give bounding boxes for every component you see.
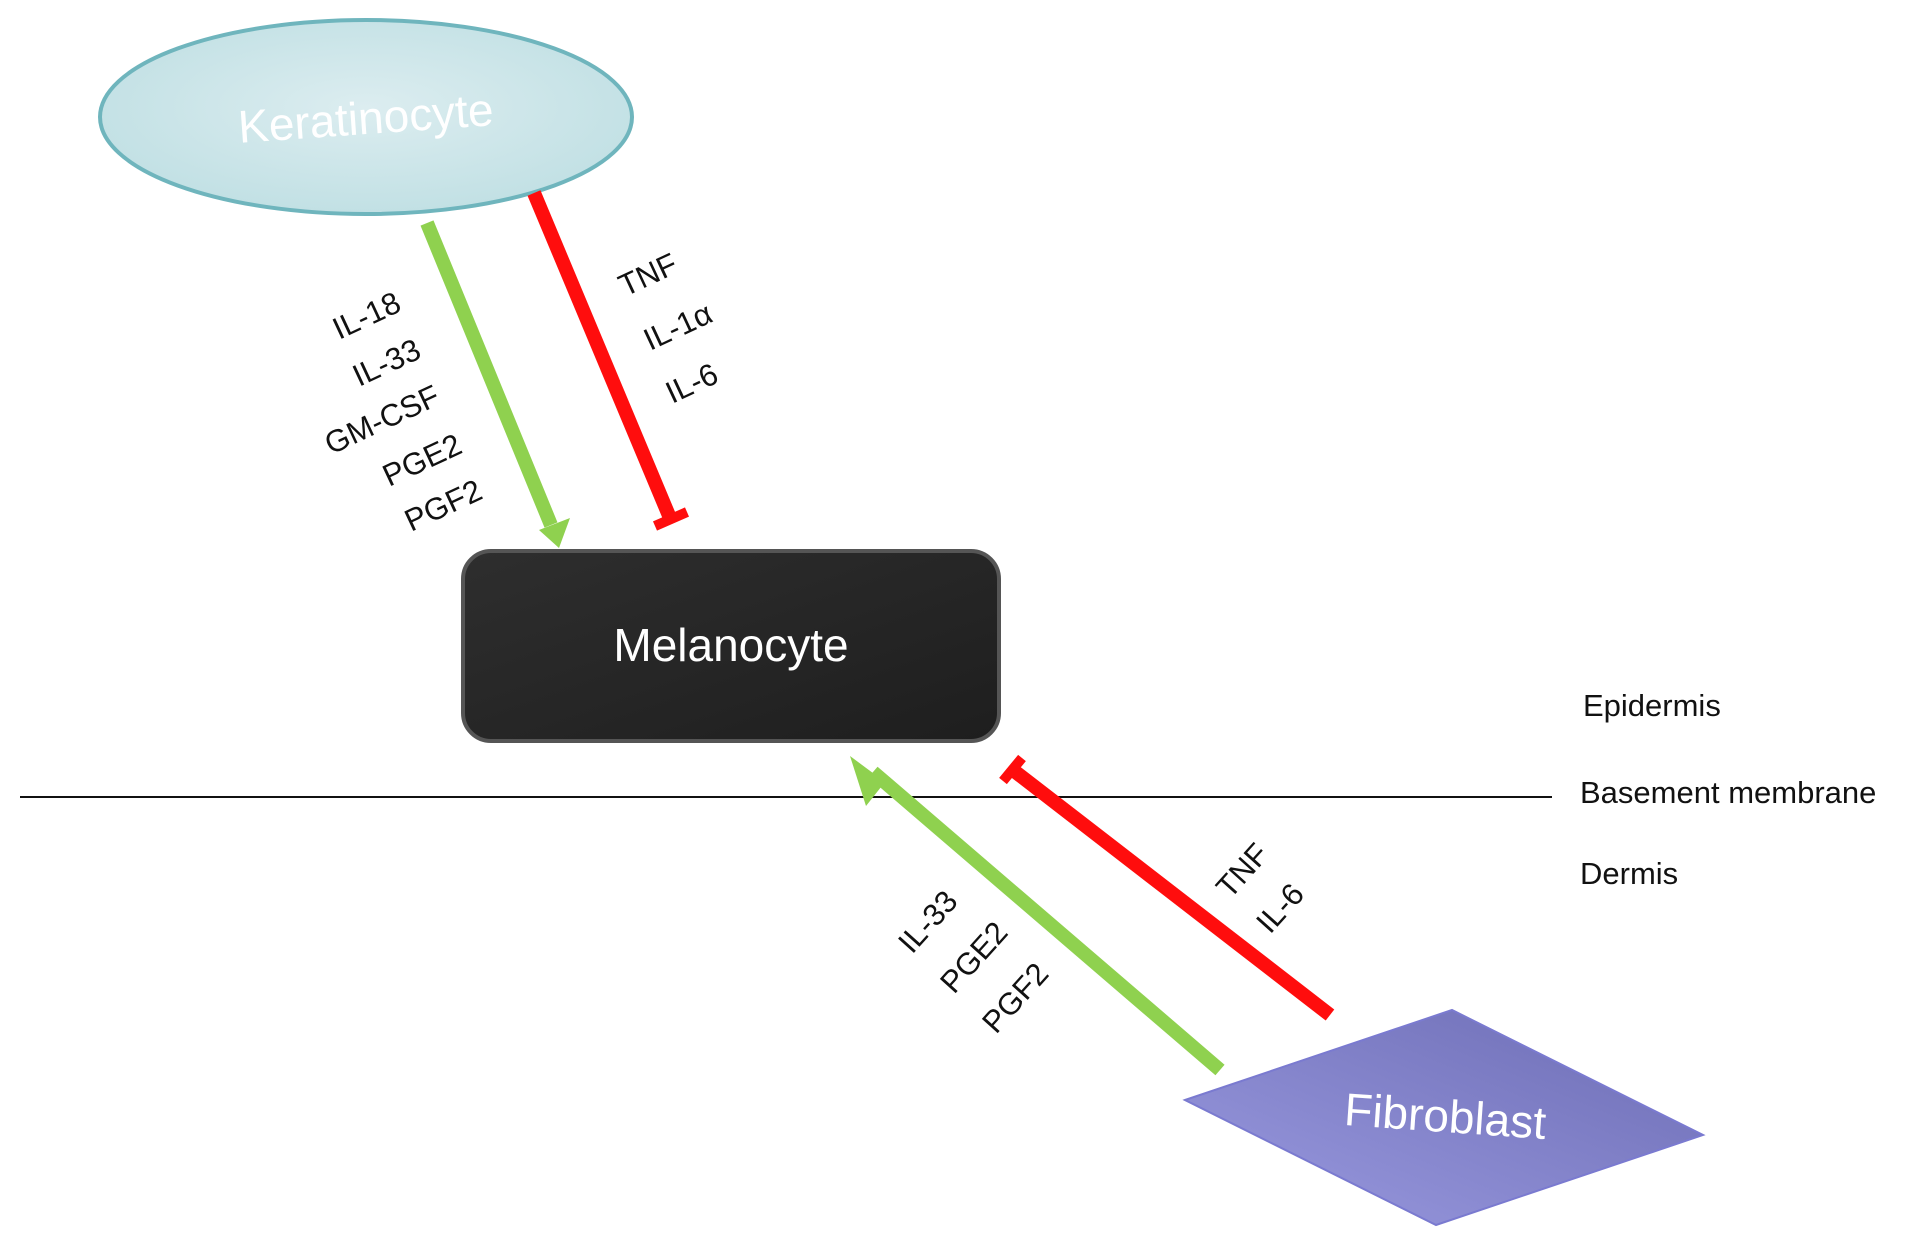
- edge-label: PGF2: [975, 956, 1055, 1040]
- edge-label: TNF: [1209, 836, 1275, 904]
- edge-label: IL-18: [327, 285, 406, 347]
- edge-label: TNF: [613, 246, 682, 303]
- fibroblast-inhibitory-bar: [999, 754, 1335, 1021]
- edge-label: IL-1α: [638, 295, 718, 357]
- melanocyte-node: Melanocyte: [461, 549, 1001, 743]
- edge-label: IL-6: [1249, 877, 1311, 940]
- melanocyte-label: Melanocyte: [613, 619, 848, 671]
- edge-label: IL-6: [660, 356, 723, 410]
- fibroblast-stimulatory-arrow: [850, 756, 1225, 1076]
- keratinocyte-node: Keratinocyte: [98, 18, 634, 216]
- edge-label: IL-33: [347, 332, 426, 394]
- edge-label: IL-33: [891, 884, 964, 960]
- basement-membrane-label: Basement membrane: [1580, 775, 1876, 810]
- dermis-label: Dermis: [1580, 856, 1678, 891]
- fibroblast-node: Fibroblast: [1182, 1008, 1706, 1227]
- epidermis-label: Epidermis: [1583, 688, 1721, 723]
- keratinocyte-inhibitory-bar: [527, 190, 690, 531]
- keratinocyte-inhibitory-labels: TNF IL-1α IL-6: [613, 246, 723, 410]
- keratinocyte-stimulatory-arrow: [420, 220, 570, 548]
- fibroblast-inhibitory-labels: TNF IL-6: [1209, 836, 1311, 939]
